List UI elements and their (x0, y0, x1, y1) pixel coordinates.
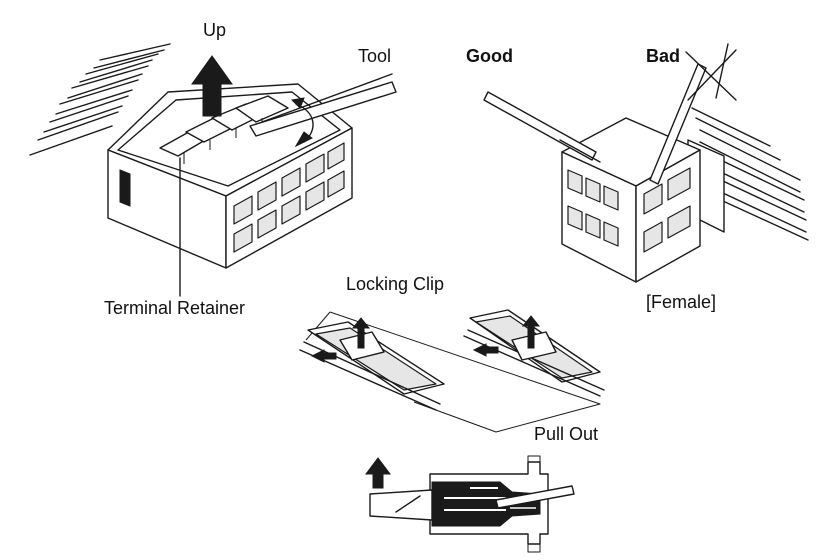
locking-clip-right-terminal (463, 309, 605, 397)
label-terminal-retainer: Terminal Retainer (104, 298, 246, 318)
right-connector-cavities (567, 167, 691, 253)
pull-out-up-arrow-icon (365, 457, 391, 489)
left-tool (249, 73, 397, 137)
left-connector-cavities (233, 142, 345, 253)
label-good: Good (466, 46, 513, 66)
label-locking-clip: Locking Clip (346, 274, 445, 294)
label-tool: Tool (358, 46, 392, 66)
label-female: [Female] (646, 292, 717, 312)
pull-out-tool (495, 485, 575, 509)
up-arrow-icon (191, 55, 233, 117)
good-tool (483, 91, 601, 163)
right-connector (483, 43, 809, 283)
label-up: Up (203, 20, 227, 40)
left-connector (29, 43, 397, 297)
pull-out-diagram (365, 455, 575, 553)
bad-tool (649, 43, 729, 185)
rotate-arrow-icon (290, 97, 314, 148)
label-bad: Bad (646, 46, 681, 66)
locking-clip-diagram (299, 309, 605, 433)
locking-clip-left-terminal (299, 317, 445, 411)
left-connector-wires (29, 43, 171, 156)
terminal-retainer-slots (159, 95, 289, 164)
pull-out-terminal (431, 481, 541, 527)
bad-cross-icon (685, 49, 737, 101)
label-pull-out: Pull Out (534, 424, 599, 444)
